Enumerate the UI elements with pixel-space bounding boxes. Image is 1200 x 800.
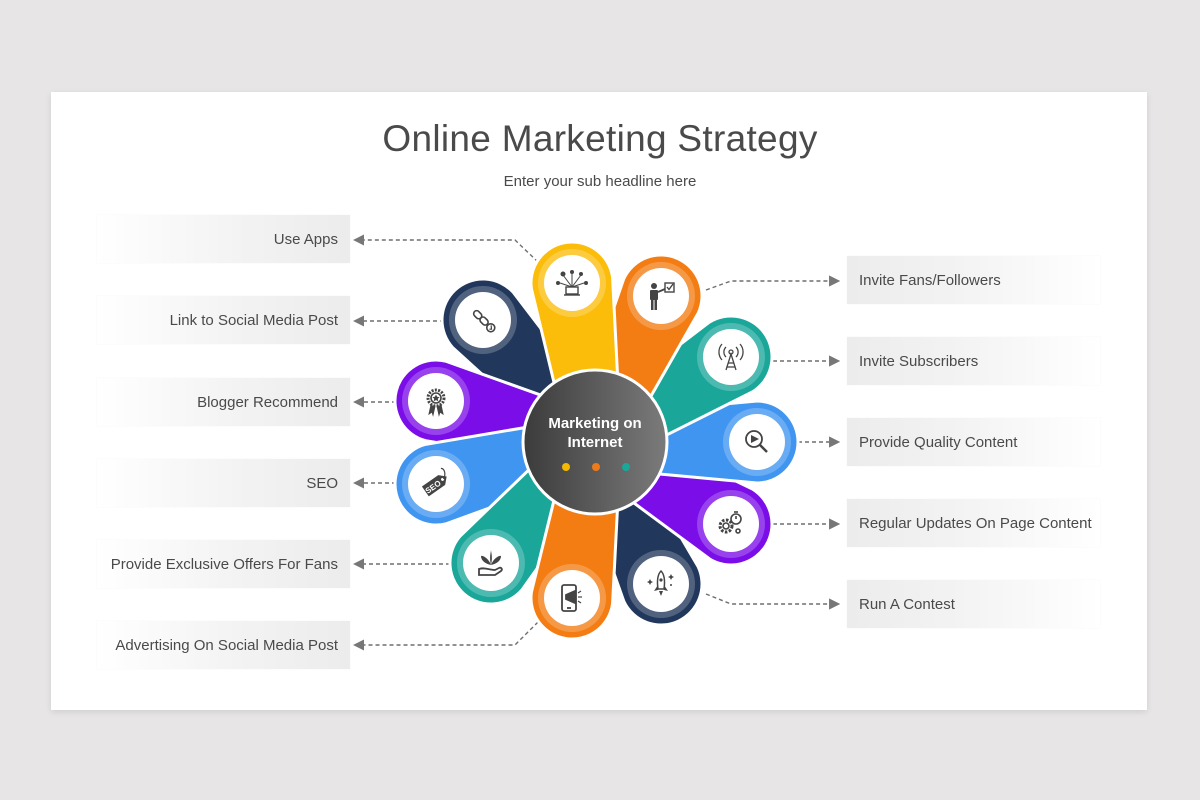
- rocket-icon: [647, 569, 674, 596]
- broadcast-tower-icon: [718, 343, 744, 371]
- connector-use-apps: [353, 234, 539, 263]
- item-run-contest: Run A Contest: [847, 580, 1100, 628]
- slide-subtitle: Enter your sub headline here: [503, 173, 697, 190]
- petal-link-icon-circle: [455, 292, 511, 348]
- link-icon: [472, 309, 496, 333]
- item-blogger-recommend: Blogger Recommend: [97, 378, 350, 426]
- item-label: Run A Contest: [859, 595, 955, 613]
- gear-timer-icon: [718, 511, 742, 534]
- item-label: Invite Fans/Followers: [859, 271, 1001, 289]
- video-search-icon: [745, 430, 768, 453]
- item-link-social-post: Link to Social Media Post: [97, 296, 350, 344]
- petal-quality-icon-circle: [729, 414, 785, 470]
- item-use-apps: Use Apps: [97, 215, 350, 263]
- item-advertising-social: Advertising On Social Media Post: [97, 621, 350, 669]
- connector-invite-fans: [705, 275, 841, 291]
- item-label: Invite Subscribers: [859, 352, 979, 370]
- plant-in-hand-icon: [478, 550, 503, 576]
- slide-title: Online Marketing Strategy: [382, 118, 818, 159]
- item-label: Regular Updates On Page Content: [859, 514, 1092, 532]
- item-label: Use Apps: [273, 230, 338, 248]
- item-label: Advertising On Social Media Post: [115, 636, 338, 654]
- item-label: Link to Social Media Post: [169, 311, 338, 329]
- hub-label-line2: Internet: [567, 434, 623, 451]
- social-network-icon: [556, 270, 588, 296]
- item-quality-content: Provide Quality Content: [847, 418, 1100, 466]
- petal-fans-icon-circle: [633, 268, 689, 324]
- hub-label-line1: Marketing on: [548, 415, 642, 432]
- item-invite-fans: Invite Fans/Followers: [847, 256, 1100, 304]
- petal-contest-icon-circle: [633, 556, 689, 612]
- petal-icons: SEO: [421, 270, 768, 612]
- item-label: Provide Exclusive Offers For Fans: [110, 555, 338, 573]
- item-invite-subscribers: Invite Subscribers: [847, 337, 1100, 385]
- connector-run-contest: [705, 593, 841, 610]
- item-seo: SEO: [97, 459, 350, 507]
- item-regular-updates: Regular Updates On Page Content: [847, 499, 1100, 547]
- hub-label: Marketing on Internet: [525, 414, 665, 452]
- connector-advertising: [353, 621, 539, 651]
- presenter-checklist-icon: [650, 282, 675, 310]
- connector-lines: [353, 234, 841, 651]
- hub-dot-yellow: [562, 463, 570, 471]
- mobile-megaphone-icon: [561, 584, 582, 612]
- petal-blogger-icon-circle: [408, 373, 464, 429]
- award-badge-icon: [426, 388, 446, 417]
- hub-dot-teal: [622, 463, 630, 471]
- hub-dot-orange: [592, 463, 600, 471]
- petal-subscribers-icon-circle: [703, 329, 759, 385]
- item-exclusive-offers: Provide Exclusive Offers For Fans: [97, 540, 350, 588]
- item-label: Provide Quality Content: [859, 433, 1018, 451]
- hub-circle: [521, 368, 669, 516]
- item-label: Blogger Recommend: [197, 393, 338, 411]
- item-label: SEO: [306, 474, 338, 492]
